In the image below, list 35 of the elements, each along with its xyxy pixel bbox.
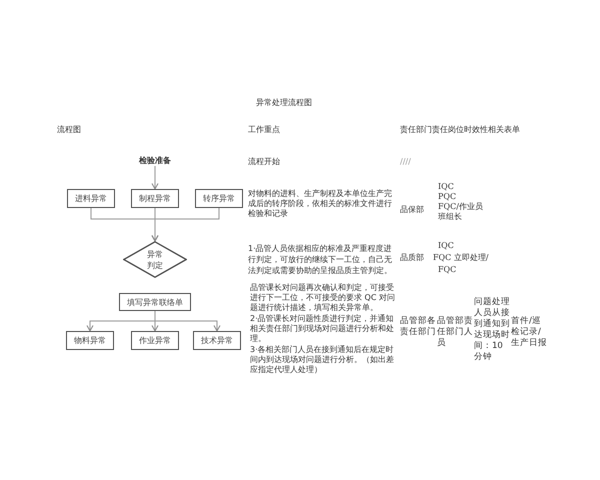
role-text: PQC [438,192,456,202]
arrow [152,208,220,242]
step-label: 检验准备 [135,155,175,166]
role-text: 班组长 [438,212,462,222]
arrow [152,166,158,190]
process-box: 技术异常 [193,331,241,350]
role-text: IQC [438,182,454,192]
role-text: FQC/作业员 [438,202,483,212]
description-text: 1·品管人员依据相应的标准及严重程度进行判定，可放行的继续下一工位，自己无法判定或需要协助的呈报品质主管判定。 [248,243,393,276]
role-text: FQC 立即处理/ [433,253,488,263]
time-limit-text: 问题处理人员从接到通知到达现场时间：10分钟 [474,297,510,363]
slash-marks: //// [400,157,411,167]
diagram-title: 异常处理流程图 [256,98,312,108]
process-box: 进料异常 [67,189,115,208]
form-list-text: 首件/巡检记录/生产日报 [511,316,547,349]
decision-diamond: 异常判定 [123,241,187,278]
process-box: 作业异常 [131,331,179,350]
role-text: FQC [438,265,456,275]
description-text: 对物料的进料、生产制程及本单位生产完成后的转序阶段，依相关的标准文件进行检验和记录 [248,189,393,219]
department-text: 品管部各责任部门 [400,316,436,338]
step-text: 流程开始 [248,157,280,167]
column-header: 流程图 [57,125,81,135]
process-box: 物料异常 [66,331,114,350]
department-text: 品保部 [400,205,424,215]
department-text: 品质部 [400,253,424,263]
process-box: 制程异常 [131,189,179,208]
description-text: 品管课长对问题再次确认和判定，可接受进行下一工位，不可接受的要求 QC 对问题进行统计描述，填写相关异常单。 [250,283,396,313]
department-text: 品管部责任部门人员 [437,316,473,349]
column-header: 工作重点 [248,125,280,135]
description-text: 3·各相关部门人员在接到通知后在规定时间内到达现场对问题进行分析。（如出差应指定代理人处理） [250,345,395,375]
role-text: IQC [438,241,454,251]
column-header: 责任部门责任岗位时效性相关表单 [400,125,520,135]
description-text: 2·品管课长对问题性质进行判定，并通知相关责任部门到现场对问题进行分析和处理。 [250,314,395,344]
process-box: 转序异常 [195,189,243,208]
process-box: 填写异常联络单 [119,293,191,311]
